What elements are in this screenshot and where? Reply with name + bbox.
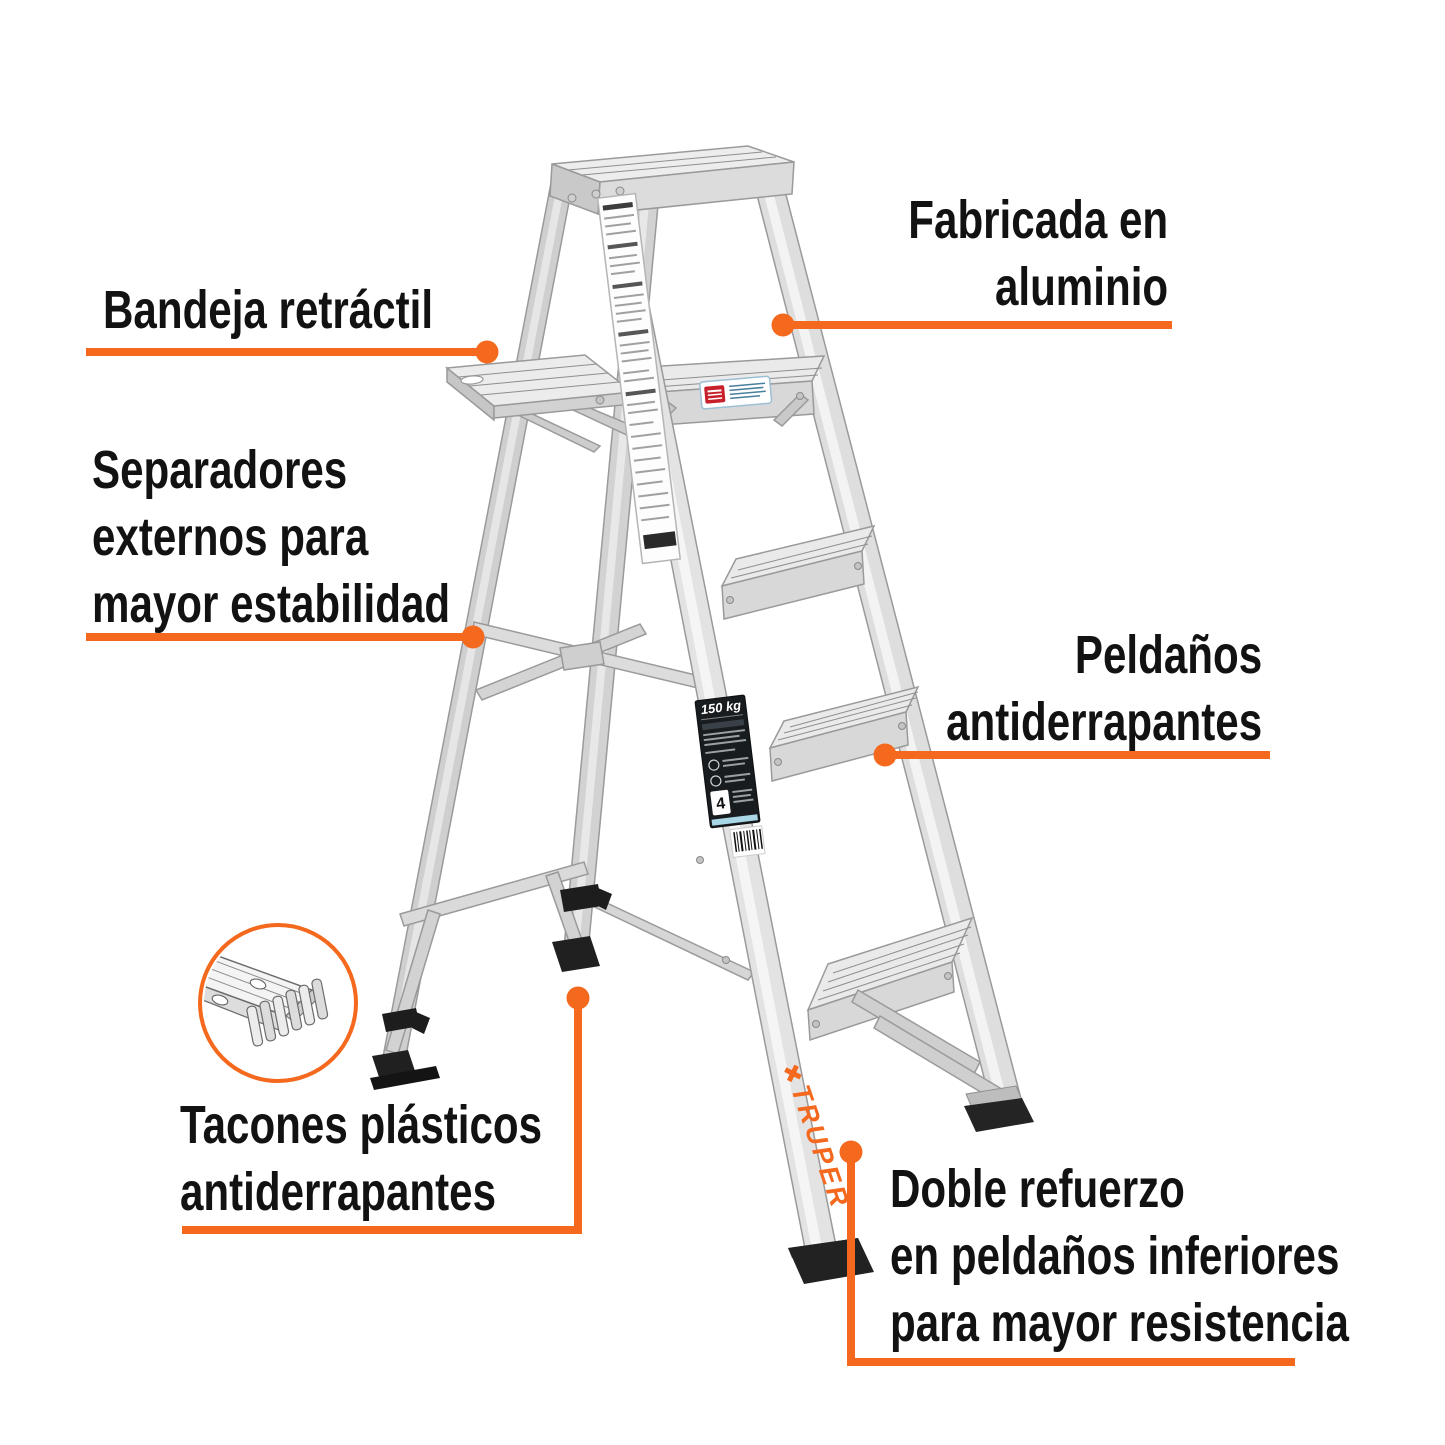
callout-label-line: Bandeja retráctil [103,280,434,340]
ribbed-cap [246,978,329,1047]
front-left-foot [788,1238,874,1284]
callout-line-tacones [182,998,582,1234]
callout-label-line: Fabricada en [908,190,1168,250]
steps-number-label: 4 [715,795,726,813]
callout-label-doble: Doble refuerzo en peldaños inferiores pa… [890,1156,1349,1357]
truper-x-icon [784,1064,802,1083]
callout-label-line: antiderrapantes [945,691,1262,752]
callout-dot-bandeja [475,340,499,364]
callout-label-line: Separadores [92,440,348,500]
callout-label-line: en peldaños inferiores [890,1225,1340,1286]
callout-dot-fabricada [771,313,795,337]
callout-label-line: aluminio [994,256,1168,317]
top-cap [549,145,795,216]
tray-slot [460,375,484,385]
step-3 [768,685,920,782]
callout-label-separadores: Separadores externos para mayor estabili… [92,437,450,638]
callout-connectors [86,313,1295,1366]
callout-label-peldanos: Peldaños antiderrapantes [946,622,1262,756]
barcode [729,825,766,858]
callout-label-line: Peldaños [1074,625,1262,685]
rear-right-foot [552,884,612,972]
callout-label-line: mayor estabilidad [92,573,451,634]
warning-sticker [596,192,682,565]
rear-left-foot [370,1008,440,1090]
callout-dot-peldanos [873,743,897,767]
step-warning-label [699,375,773,410]
callout-dot-separadores [461,625,485,649]
callout-label-line: Tacones plásticos [180,1095,543,1155]
callout-label-bandeja: Bandeja retráctil [103,277,433,344]
callout-label-line: antiderrapantes [180,1161,497,1222]
callout-label-line: Doble refuerzo [890,1159,1185,1219]
foot-detail-inset [198,923,358,1083]
product-label: 150 kg 4 [694,694,766,858]
callout-label-fabricada: Fabricada en aluminio [908,187,1168,321]
front-right-foot [964,1085,1034,1132]
spreader-x-brace [471,621,709,701]
callout-line-doble [847,1155,1295,1366]
callout-dot-tacones [566,986,590,1010]
capacity-label: 150 kg [700,697,742,717]
callout-label-line: externos para [92,506,369,567]
callout-dot-doble [839,1140,863,1164]
step-4 [806,916,974,1042]
step-2 [720,524,876,620]
cyan-strip [711,814,758,826]
callout-label-line: para mayor resistencia [890,1292,1349,1353]
callout-label-tacones: Tacones plásticos antiderrapantes [180,1092,542,1226]
